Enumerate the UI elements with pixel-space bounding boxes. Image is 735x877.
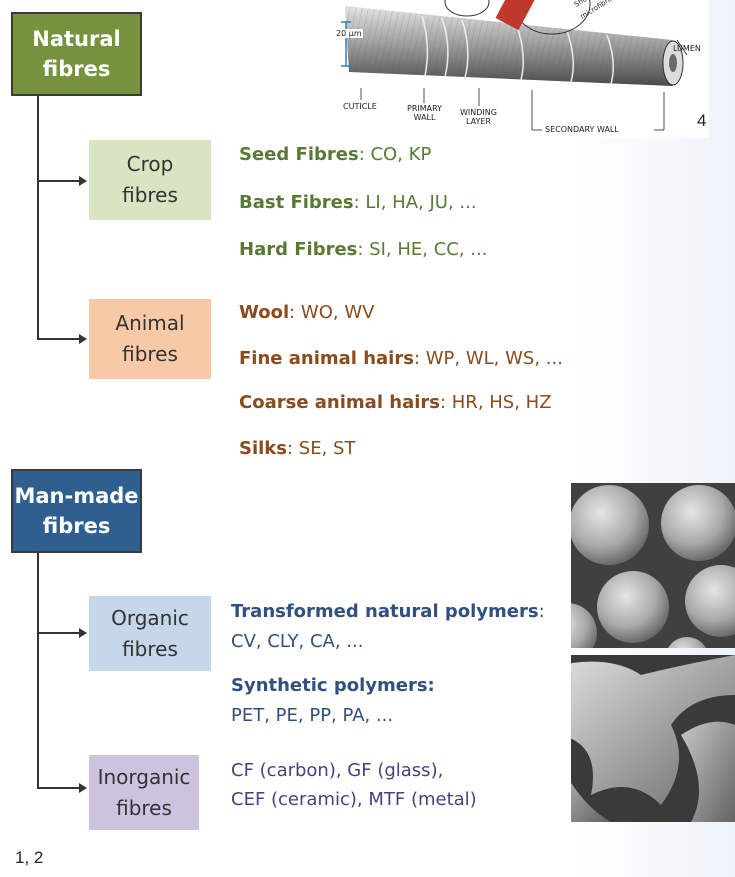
inorganic-connector	[37, 787, 79, 789]
hard-fibres-codes: : SI, HE, CC, ...	[357, 239, 487, 260]
hard-fibres-line: Hard Fibres: SI, HE, CC, ...	[239, 239, 487, 260]
reference-top: 4	[697, 111, 706, 131]
crop-fibres-box: Crop fibres	[89, 140, 211, 220]
winding-layer-label: WINDING LAYER	[460, 108, 497, 126]
lumen-label: LUMEN	[673, 44, 701, 53]
transformed-polymers-title: Transformed natural polymers:	[231, 601, 545, 622]
animal-connector	[37, 338, 79, 340]
inorganic-arrowhead	[79, 783, 87, 793]
bast-fibres-line: Bast Fibres: LI, HA, JU, ...	[239, 192, 477, 213]
animal-fibres-box: Animal fibres	[89, 299, 211, 379]
transformed-polymers-name: Transformed natural polymers	[231, 601, 539, 622]
synthetic-polymers-codes: PET, PE, PP, PA, ...	[231, 705, 393, 726]
round-fibres-drawing	[571, 483, 735, 648]
manmade-connector-vertical	[37, 551, 39, 788]
hard-fibres-name: Hard Fibres	[239, 239, 357, 260]
bast-fibres-name: Bast Fibres	[239, 192, 354, 213]
sem-micrograph-trilobal-fibres	[571, 655, 735, 822]
wool-fibre-drawing	[327, 0, 709, 138]
natural-fibres-box: Natural fibres	[11, 12, 142, 96]
coarse-animal-hairs-codes: : HR, HS, HZ	[440, 392, 552, 413]
fine-animal-hairs-line: Fine animal hairs: WP, WL, WS, ...	[239, 348, 563, 369]
fine-animal-hairs-codes: : WP, WL, WS, ...	[414, 348, 563, 369]
crop-connector	[37, 180, 79, 182]
animal-arrowhead	[79, 334, 87, 344]
transformed-polymers-codes: CV, CLY, CA, ...	[231, 631, 363, 652]
coarse-animal-hairs-name: Coarse animal hairs	[239, 392, 440, 413]
natural-connector-vertical	[37, 94, 39, 339]
cuticle-label: CUTICLE	[343, 102, 377, 111]
crop-arrowhead	[79, 176, 87, 186]
trilobal-fibres-drawing	[571, 655, 735, 822]
transformed-polymers-colon: :	[539, 601, 545, 622]
silks-codes: : SE, ST	[287, 438, 355, 459]
silks-name: Silks	[239, 438, 287, 459]
scale-label: 20 µm	[335, 29, 363, 38]
reference-bottom: 1, 2	[15, 848, 43, 868]
wool-codes: : WO, WV	[289, 302, 374, 323]
coarse-animal-hairs-line: Coarse animal hairs: HR, HS, HZ	[239, 392, 552, 413]
wool-line: Wool: WO, WV	[239, 302, 374, 323]
sem-micrograph-round-fibres	[571, 483, 735, 648]
silks-line: Silks: SE, ST	[239, 438, 355, 459]
organic-arrowhead	[79, 628, 87, 638]
inorganic-line-2: CEF (ceramic), MTF (metal)	[231, 789, 477, 810]
organic-connector	[37, 632, 79, 634]
wool-name: Wool	[239, 302, 289, 323]
bast-fibres-codes: : LI, HA, JU, ...	[354, 192, 477, 213]
secondary-wall-label: SECONDARY WALL	[545, 125, 619, 134]
seed-fibres-codes: : CO, KP	[359, 144, 432, 165]
inorganic-fibres-box: Inorganic fibres	[89, 755, 199, 830]
fine-animal-hairs-name: Fine animal hairs	[239, 348, 414, 369]
synthetic-polymers-title: Synthetic polymers:	[231, 675, 435, 696]
seed-fibres-line: Seed Fibres: CO, KP	[239, 144, 431, 165]
primary-wall-label: PRIMARY WALL	[407, 104, 442, 122]
wool-fibre-structure-diagram: 20 µm CUTICLE PRIMARY WALL WINDING LAYER…	[327, 0, 709, 138]
man-made-fibres-box: Man-made fibres	[11, 469, 142, 553]
seed-fibres-name: Seed Fibres	[239, 144, 359, 165]
organic-fibres-box: Organic fibres	[89, 596, 211, 671]
inorganic-line-1: CF (carbon), GF (glass),	[231, 760, 443, 781]
